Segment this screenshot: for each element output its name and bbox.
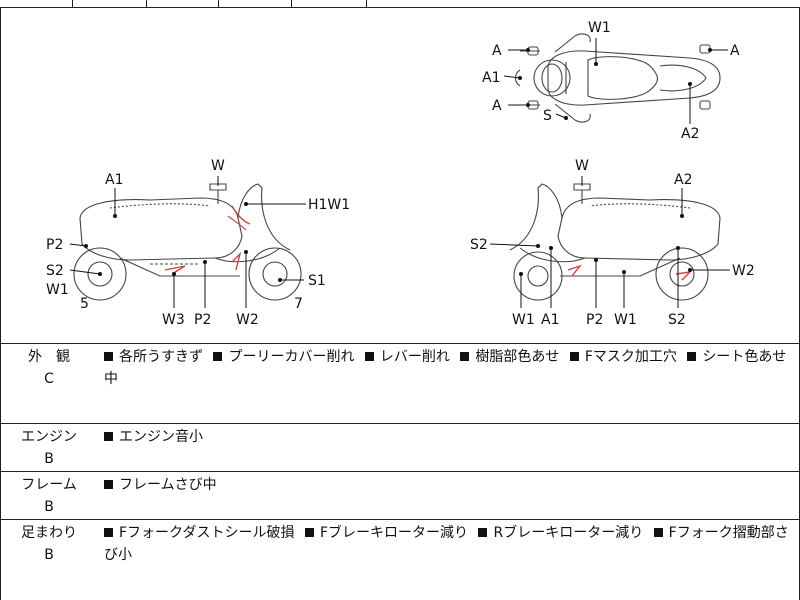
part-label: W1: [614, 312, 637, 328]
condition-item: 各所うすきず: [104, 349, 203, 365]
section-description: 各所うすきず プーリーカバー削れ レバー削れ 樹脂部色あせ Fマスク加工穴 シー…: [104, 346, 792, 390]
damage-diagram: W1 A A1 A S A A2 A1 W H1W1 P2 S2 W1 5 W3…: [0, 8, 800, 344]
top-table-strip: [0, 0, 800, 8]
part-label: A2: [674, 172, 692, 188]
part-label: A: [492, 98, 502, 114]
part-label: W1: [588, 20, 611, 36]
condition-item: フレームさび中: [104, 477, 217, 493]
part-label: W1: [512, 312, 535, 328]
part-label: A1: [541, 312, 559, 328]
part-label: 7: [294, 296, 303, 312]
condition-item: Fフォーク摺動部さび小: [104, 525, 789, 563]
bullet-square-icon: [304, 528, 314, 537]
part-label: S2: [470, 237, 488, 253]
part-label: H1W1: [308, 197, 350, 213]
category-grade: B: [44, 499, 54, 515]
category-name: フレーム: [21, 477, 77, 493]
part-label: A: [730, 43, 740, 59]
category-grade: B: [44, 451, 54, 467]
part-label: A: [492, 43, 502, 59]
category-grade: B: [44, 547, 54, 563]
section-row-suspension: 足まわり B Fフォークダストシール破損 Fブレーキローター減り Rブレーキロー…: [0, 520, 800, 600]
bullet-square-icon: [104, 432, 113, 441]
part-label: W3: [162, 312, 185, 328]
condition-item: Fフォークダストシール破損: [104, 525, 295, 541]
condition-item: レバー削れ: [364, 349, 450, 365]
condition-item: Fマスク加工穴: [569, 349, 677, 365]
scooter-right-view: [509, 183, 721, 301]
section-row-frame: フレーム B フレームさび中: [0, 472, 800, 520]
part-label: S: [543, 108, 552, 124]
condition-item: Rブレーキローター減り: [478, 525, 643, 541]
bullet-square-icon: [104, 352, 113, 361]
section-row-engine: エンジン B エンジン音小: [0, 424, 800, 472]
section-row-exterior: 外 観 C 各所うすきず プーリーカバー削れ レバー削れ 樹脂部色あせ Fマスク…: [0, 344, 800, 424]
category-name: 外 観: [28, 349, 70, 365]
condition-item: エンジン音小: [104, 429, 203, 445]
bullet-square-icon: [460, 352, 470, 361]
part-label: W: [575, 158, 589, 174]
strip-divider: [72, 0, 73, 8]
condition-item: Fブレーキローター減り: [304, 525, 468, 541]
part-label: W1: [46, 282, 69, 298]
condition-item: 樹脂部色あせ: [460, 349, 559, 365]
part-label: A1: [105, 172, 123, 188]
part-label: S1: [308, 273, 326, 289]
part-label: W: [211, 158, 225, 174]
part-label: P2: [46, 237, 63, 253]
bullet-square-icon: [364, 352, 374, 361]
strip-divider: [146, 0, 147, 8]
section-category: エンジン B: [0, 424, 98, 470]
part-label: P2: [194, 312, 211, 328]
part-label: S2: [668, 312, 686, 328]
condition-item: シート色あせ中: [104, 349, 787, 387]
part-label: A2: [681, 126, 699, 142]
bullet-square-icon: [213, 352, 223, 361]
strip-divider: [218, 0, 219, 8]
bullet-square-icon: [653, 528, 663, 537]
bullet-square-icon: [478, 528, 488, 537]
scooter-diagram-svg: W1 A A1 A S A A2 A1 W H1W1 P2 S2 W1 5 W3…: [46, 20, 755, 328]
scooter-left-view: [73, 183, 302, 301]
bullet-square-icon: [104, 480, 113, 489]
section-category: 外 観 C: [0, 344, 98, 390]
part-label: P2: [586, 312, 603, 328]
section-description: フレームさび中: [104, 474, 792, 496]
condition-item: プーリーカバー削れ: [213, 349, 354, 365]
part-label: A1: [482, 70, 500, 86]
strip-divider: [366, 0, 367, 8]
section-category: 足まわり B: [0, 520, 98, 566]
category-grade: C: [44, 371, 54, 387]
part-label: 5: [80, 296, 89, 312]
section-category: フレーム B: [0, 472, 98, 518]
category-name: 足まわり: [21, 525, 77, 541]
bullet-square-icon: [104, 528, 113, 537]
strip-divider: [291, 0, 292, 8]
section-description: Fフォークダストシール破損 Fブレーキローター減り Rブレーキローター減り Fフ…: [104, 522, 792, 566]
part-label: S2: [46, 263, 64, 279]
part-label: W2: [732, 263, 755, 279]
section-description: エンジン音小: [104, 426, 792, 448]
category-name: エンジン: [21, 429, 77, 445]
bullet-square-icon: [569, 352, 579, 361]
part-label: W2: [236, 312, 259, 328]
bullet-square-icon: [687, 352, 697, 361]
